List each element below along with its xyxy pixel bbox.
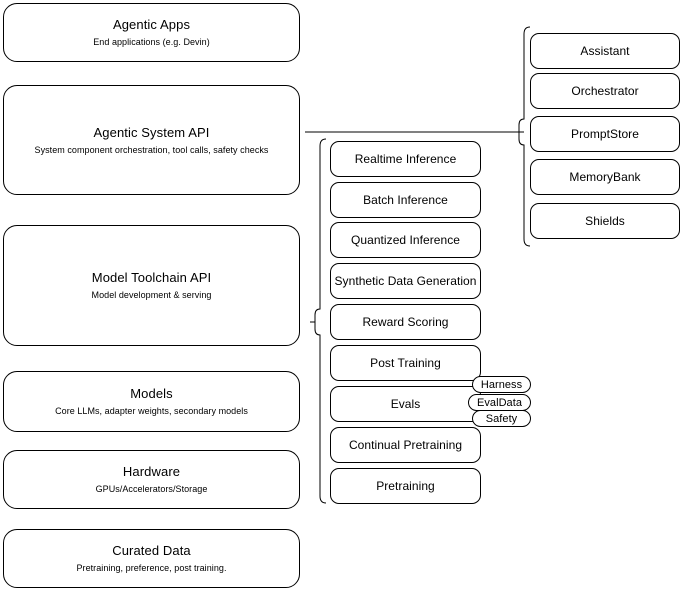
layer-subtitle: GPUs/Accelerators/Storage	[95, 484, 208, 494]
layer-box-model-toolchain-api[interactable]: Model Toolchain API Model development & …	[3, 225, 300, 346]
chip-label: MemoryBank	[569, 170, 641, 184]
toolchain-chip-reward-scoring[interactable]: Reward Scoring	[330, 304, 481, 340]
eval-pill-harness[interactable]: Harness	[472, 376, 531, 393]
pill-label: Safety	[485, 412, 518, 425]
toolchain-chip-quantized-inference[interactable]: Quantized Inference	[330, 222, 481, 258]
chip-label: Assistant	[580, 44, 630, 58]
chip-label: Reward Scoring	[362, 315, 449, 329]
chip-label: Orchestrator	[571, 84, 639, 98]
brace-right-bottom	[518, 131, 531, 247]
system-chip-memorybank[interactable]: MemoryBank	[530, 159, 680, 195]
system-chip-orchestrator[interactable]: Orchestrator	[530, 73, 680, 109]
layer-title: Models	[130, 386, 173, 401]
toolchain-chip-evals[interactable]: Evals	[330, 386, 481, 422]
chip-label: Realtime Inference	[354, 152, 457, 166]
layer-subtitle: System component orchestration, tool cal…	[34, 144, 269, 155]
chip-label: Continual Pretraining	[348, 438, 463, 452]
chip-label: Evals	[390, 397, 421, 411]
toolchain-chip-pretraining[interactable]: Pretraining	[330, 468, 481, 504]
layer-subtitle: Core LLMs, adapter weights, secondary mo…	[55, 406, 248, 416]
brace-right-top	[518, 26, 531, 133]
chip-label: Post Training	[370, 356, 441, 370]
layer-box-hardware[interactable]: Hardware GPUs/Accelerators/Storage	[3, 450, 300, 509]
toolchain-chip-post-training[interactable]: Post Training	[330, 345, 481, 381]
layer-box-agentic-system-api[interactable]: Agentic System API System component orch…	[3, 85, 300, 195]
brace-middle-bottom	[310, 321, 327, 504]
eval-pill-safety[interactable]: Safety	[472, 410, 531, 427]
layer-subtitle: End applications (e.g. Devin)	[93, 37, 210, 47]
chip-label: Synthetic Data Generation	[334, 274, 477, 288]
layer-subtitle: Pretraining, preference, post training.	[76, 563, 227, 573]
layer-title: Model Toolchain API	[91, 270, 212, 285]
layer-title: Hardware	[122, 464, 181, 479]
layer-box-agentic-apps[interactable]: Agentic Apps End applications (e.g. Devi…	[3, 3, 300, 62]
chip-label: PromptStore	[571, 127, 639, 141]
eval-pill-evaldata[interactable]: EvalData	[468, 394, 531, 411]
pill-label: EvalData	[476, 396, 523, 409]
pill-label: Harness	[480, 378, 523, 391]
toolchain-chip-synthetic-data-generation[interactable]: Synthetic Data Generation	[330, 263, 481, 299]
chip-label: Pretraining	[376, 479, 435, 493]
brace-middle-top	[310, 138, 327, 323]
system-chip-promptstore[interactable]: PromptStore	[530, 116, 680, 152]
system-chip-shields[interactable]: Shields	[530, 203, 680, 239]
toolchain-chip-realtime-inference[interactable]: Realtime Inference	[330, 141, 481, 177]
chip-label: Quantized Inference	[350, 233, 461, 247]
layer-title: Curated Data	[112, 543, 191, 558]
layer-box-curated-data[interactable]: Curated Data Pretraining, preference, po…	[3, 529, 300, 588]
layer-box-models[interactable]: Models Core LLMs, adapter weights, secon…	[3, 371, 300, 432]
toolchain-chip-batch-inference[interactable]: Batch Inference	[330, 182, 481, 218]
layer-subtitle: Model development & serving	[91, 290, 212, 300]
toolchain-chip-continual-pretraining[interactable]: Continual Pretraining	[330, 427, 481, 463]
layer-title: Agentic System API	[93, 124, 210, 140]
chip-label: Batch Inference	[363, 193, 448, 207]
layer-title: Agentic Apps	[112, 17, 191, 32]
chip-label: Shields	[585, 214, 625, 228]
system-chip-assistant[interactable]: Assistant	[530, 33, 680, 69]
